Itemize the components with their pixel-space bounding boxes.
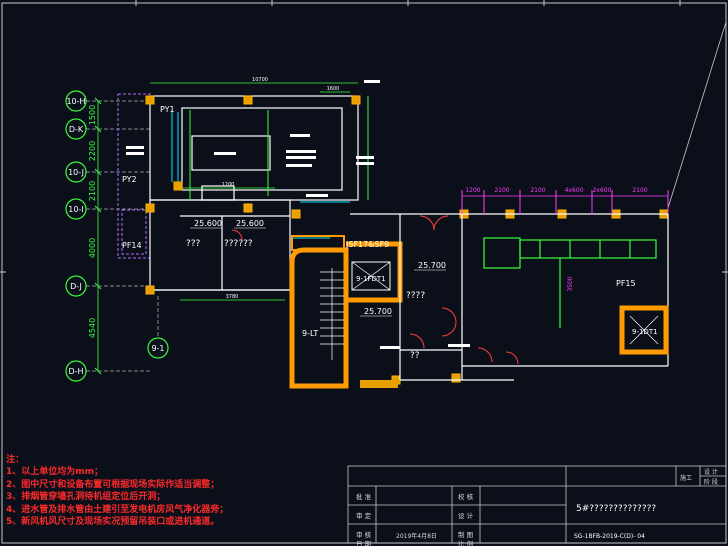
dim-text: 3500 bbox=[567, 276, 574, 291]
tb-label: 设 计 bbox=[704, 468, 718, 476]
axis-bubble: D-H bbox=[65, 360, 87, 382]
axis-bubble: D-K bbox=[65, 118, 87, 140]
dim-text: 1600 bbox=[327, 86, 340, 92]
shaft-label: PY2 bbox=[122, 175, 137, 184]
elevation-label: 25.600 bbox=[236, 219, 264, 228]
walls-main bbox=[149, 95, 359, 291]
tb-label: 比 例 bbox=[458, 539, 473, 546]
shaft-label: 9-LT bbox=[302, 329, 318, 338]
drawing-number: SG-1BFB-2019-C(D)- 04 bbox=[574, 533, 645, 540]
tb-label: 审 核 bbox=[356, 530, 372, 539]
dim-text: 1500 bbox=[88, 105, 97, 125]
tb-label: 制 图 bbox=[458, 530, 473, 539]
room-label: ??? bbox=[186, 239, 201, 249]
dim-chain-top: 10700 1600 1200 3780 bbox=[150, 77, 358, 301]
tb-date: 2019年4月8日 bbox=[396, 532, 437, 540]
dim-chain-left: 1500 2200 2100 4000 4540 bbox=[88, 97, 102, 375]
room-label: ???? bbox=[406, 291, 425, 301]
dim-text: 2x600 bbox=[593, 187, 612, 194]
annotation-tags bbox=[126, 80, 470, 349]
elevation-label: 25.600 bbox=[194, 219, 222, 228]
dim-text: 3780 bbox=[226, 294, 239, 300]
axis-bubbles: 10-H D-K 10-J 10-I D-J 9-1 D-H bbox=[65, 90, 169, 382]
elevation-label: 25.700 bbox=[364, 307, 392, 316]
tb-label: 设 计 bbox=[458, 511, 474, 520]
note-line: 5、新风机风尺寸及现场实况预留吊装口或进机通道。 bbox=[6, 517, 220, 528]
title-block-text: 批 准 审 定 审 核 日 期 校 核 设 计 制 图 比 例 2019年4月8… bbox=[356, 468, 718, 546]
dim-text: 1200 bbox=[465, 187, 480, 194]
room-label: ?? bbox=[410, 351, 420, 361]
ducts-cyan bbox=[171, 110, 350, 239]
tb-label: 校 核 bbox=[458, 492, 474, 501]
doors bbox=[231, 215, 519, 365]
dim-text: 1200 bbox=[222, 182, 235, 188]
room-labels: ??? ?????? ???? ?? bbox=[186, 239, 425, 361]
dim-chain-right: 1200 2100 2100 4x600 2x600 2100 3500 bbox=[461, 187, 669, 292]
axis-bubble: 9-1 bbox=[147, 337, 169, 359]
shaft-label: JSF17&SF9 bbox=[345, 240, 389, 249]
axis-label: 10-J bbox=[68, 168, 84, 177]
axis-bubble: 10-I bbox=[65, 198, 87, 220]
drawing-title: 5#?????????????? bbox=[576, 504, 656, 514]
notes-title: 注： bbox=[6, 455, 25, 465]
dim-text: 4x600 bbox=[565, 187, 584, 194]
shaft-label: PF15 bbox=[616, 279, 636, 288]
dim-text: 2100 bbox=[494, 187, 509, 194]
dim-text: 2100 bbox=[632, 187, 647, 194]
tb-label: 施工 bbox=[680, 474, 692, 482]
tb-label: 批 准 bbox=[356, 492, 372, 501]
dims-green bbox=[189, 96, 369, 200]
shaft-label: PY1 bbox=[160, 105, 175, 114]
axis-bubble: 10-H bbox=[65, 90, 87, 112]
dim-text: 10700 bbox=[252, 77, 268, 83]
axis-label: D-J bbox=[70, 282, 82, 291]
equipment-green bbox=[483, 237, 657, 328]
tb-label: 阶 段 bbox=[704, 478, 718, 486]
dim-text: 2100 bbox=[88, 181, 97, 201]
dim-text: 2200 bbox=[88, 141, 97, 161]
shaft-label: 9-1FDT1 bbox=[356, 275, 386, 283]
room-label: ?????? bbox=[224, 239, 253, 249]
shaft-labels: PY1 PY2 PF14 PF15 JSF17&SF9 9-1FDT1 9-LT… bbox=[122, 105, 658, 338]
axis-label: 10-H bbox=[66, 97, 85, 106]
note-line: 2、图中尺寸和设备布置可根据现场实际作适当调整； bbox=[6, 479, 220, 490]
axis-bubble: 10-J bbox=[65, 161, 87, 183]
tb-label: 日 期 bbox=[356, 540, 372, 546]
axis-label: D-H bbox=[68, 367, 83, 376]
axis-label: 9-1 bbox=[151, 344, 164, 353]
elevations: 25.600 25.600 25.700 25.700 bbox=[190, 219, 446, 317]
dim-text: 2100 bbox=[530, 187, 545, 194]
shaft-outlines bbox=[117, 93, 151, 259]
elevation-label: 25.700 bbox=[418, 261, 446, 270]
shaft-label: PF14 bbox=[122, 241, 142, 250]
note-line: 4、进水管及排水管由土建引至发电机房风气净化器旁； bbox=[6, 504, 229, 515]
notes: 注： 1、以上单位均为mm； 2、图中尺寸和设备布置可根据现场实际作适当调整； … bbox=[6, 454, 346, 528]
dim-text: 4000 bbox=[88, 238, 97, 258]
axis-label: D-K bbox=[69, 125, 84, 134]
note-line: 3、排烟管穿墙孔洞待机组定位后开洞； bbox=[6, 492, 166, 503]
axis-bubble: D-J bbox=[65, 275, 87, 297]
tb-label: 审 定 bbox=[356, 511, 372, 520]
lift-right bbox=[619, 305, 669, 355]
axis-label: 10-I bbox=[68, 205, 83, 214]
shaft-label: 9-1DT1 bbox=[632, 328, 658, 336]
note-line: 1、以上单位均为mm； bbox=[6, 467, 104, 478]
title-block bbox=[347, 465, 727, 544]
dim-text: 4540 bbox=[88, 318, 97, 338]
